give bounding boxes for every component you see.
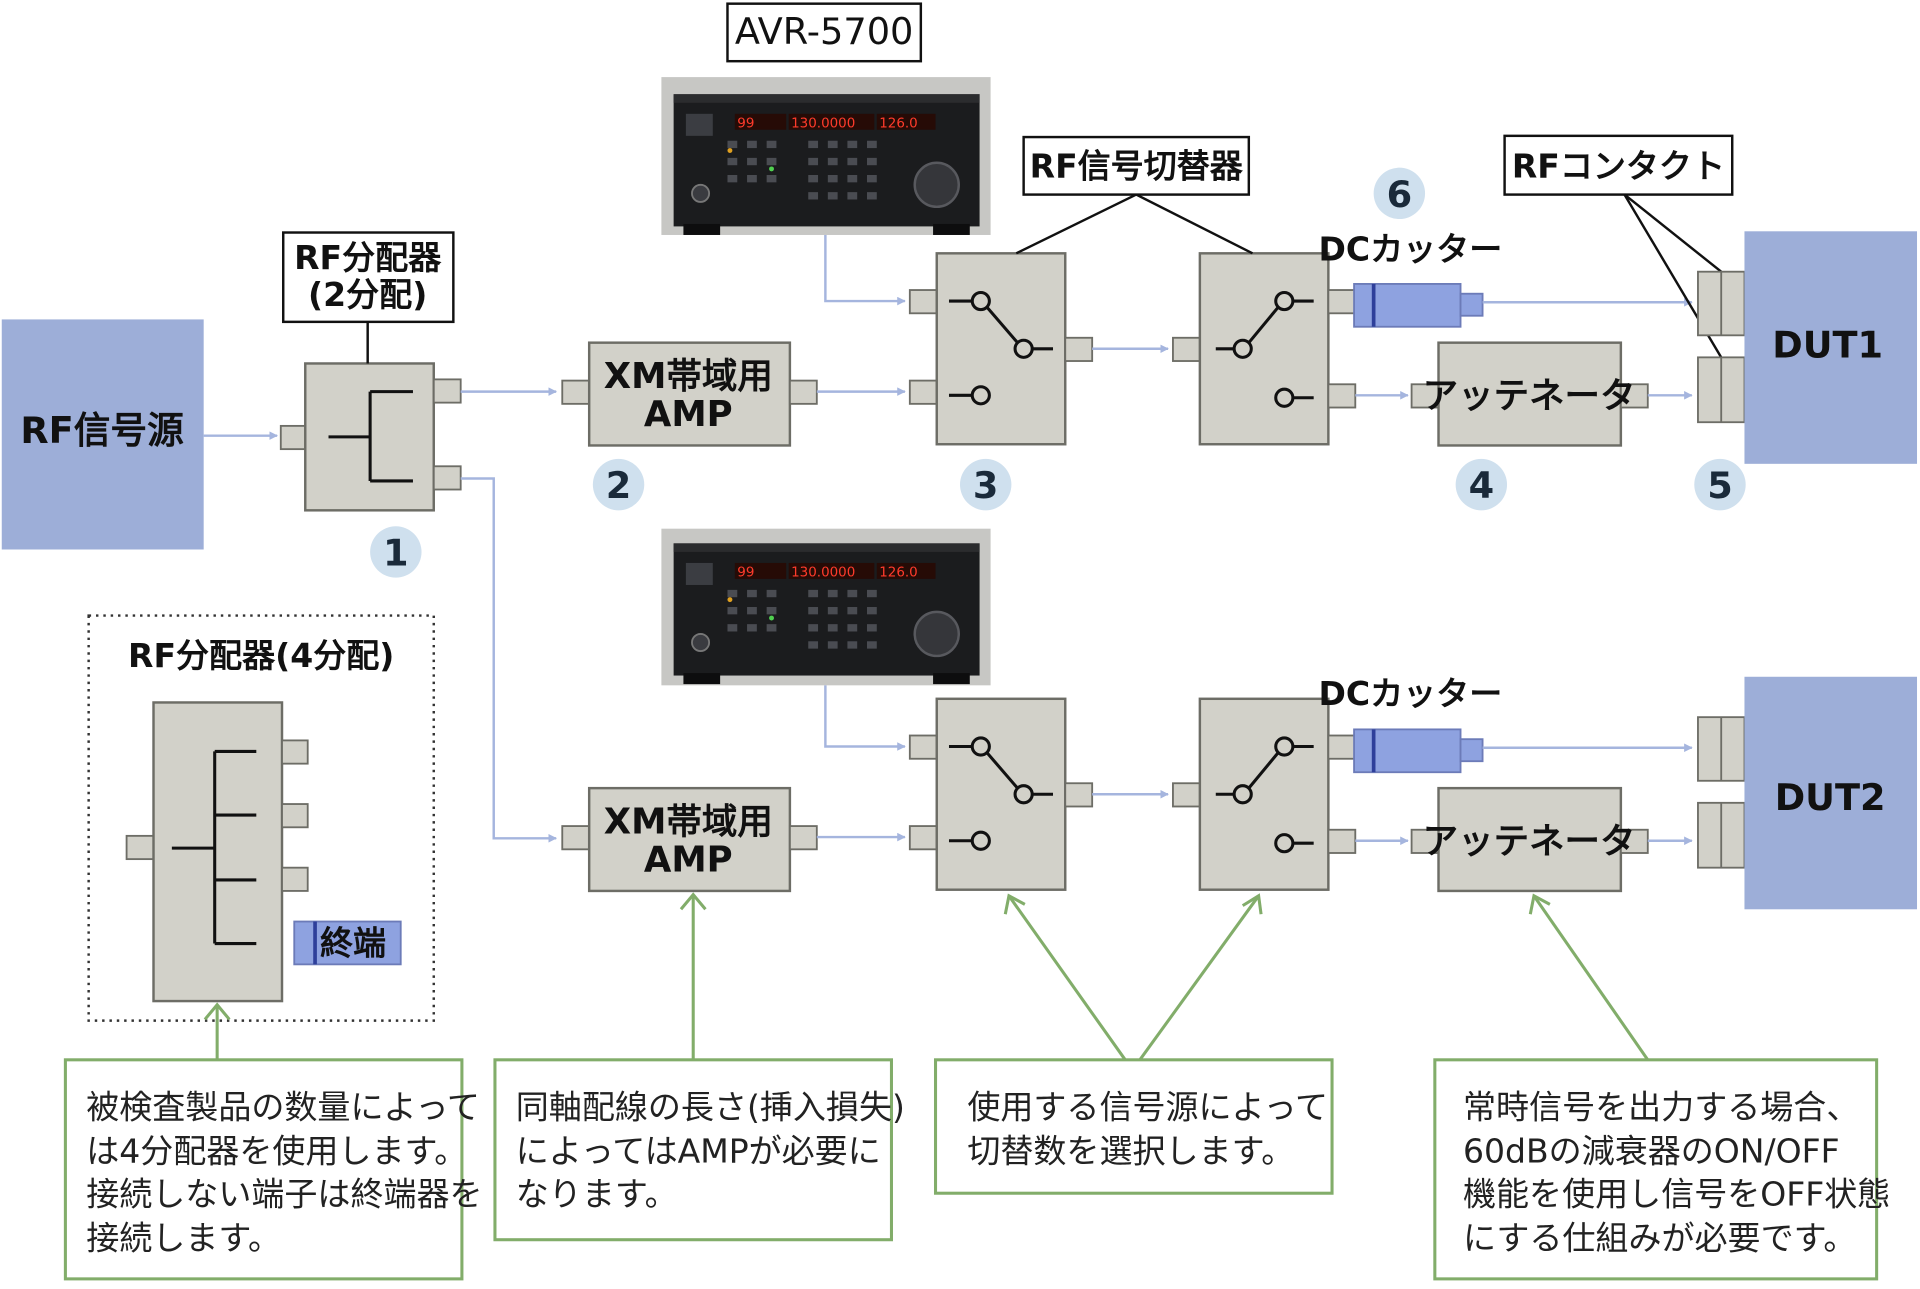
dut2-block	[1744, 676, 1918, 910]
amp-bottom-label-line2: AMP	[644, 839, 733, 880]
rf-splitter-2way	[279, 362, 462, 512]
number-badge-4-text: 4	[1469, 464, 1495, 507]
rf-contacts-dut2	[1697, 716, 1746, 869]
note-3-line-2: 切替数を選択します。	[967, 1132, 1294, 1171]
number-badge-5	[1694, 458, 1746, 511]
display-readout-right: 126.0	[879, 116, 918, 131]
note-4-line-1: 常時信号を出力する場合、	[1463, 1088, 1859, 1127]
number-badge-3-text: 3	[973, 464, 999, 507]
number-badge-6	[1373, 167, 1426, 220]
rf-switch-leader-b	[1135, 193, 1254, 255]
dc-cutter-bottom	[1353, 728, 1484, 774]
display-readout-left-2: 99	[737, 565, 754, 580]
number-badge-6-text: 6	[1387, 173, 1413, 216]
dc-cutter-bottom-label: DCカッター	[1318, 674, 1502, 713]
rf-switch-b-top	[1172, 252, 1357, 446]
number-badge-1	[370, 526, 422, 578]
dut2-label: DUT2	[1775, 776, 1886, 819]
attenuator-top	[1410, 341, 1649, 447]
rf-switch-label: RF信号切替器	[1030, 146, 1244, 185]
wire-generator-top-to-switch	[824, 234, 906, 306]
amp-top	[561, 341, 818, 447]
signal-generator-photo-bottom: 99 130.0000 126.0	[661, 528, 991, 686]
note-2-line-1: 同軸配線の長さ(挿入損失)	[516, 1088, 905, 1127]
note-4-line-4: にする仕組みが必要です。	[1463, 1219, 1856, 1258]
note-2-line-3: なります。	[516, 1174, 678, 1213]
amp-bottom-label-line1: XM帯域用	[604, 801, 773, 842]
note-3-line-1: 使用する信号源によって	[967, 1088, 1328, 1127]
number-badge-1-text: 1	[383, 531, 409, 574]
display-readout-mid-2: 130.0000	[791, 565, 855, 580]
splitter2-label-line2: (2分配)	[308, 275, 427, 314]
display-readout-right-2: 126.0	[879, 565, 918, 580]
dc-cutter-top-label: DCカッター	[1318, 230, 1502, 269]
dut1-block	[1744, 231, 1918, 464]
rf-contact-leader-a	[1623, 193, 1722, 273]
splitter2-label-line1: RF分配器	[294, 238, 442, 277]
note-2-line-2: によってはAMPが必要に	[516, 1132, 881, 1171]
wire-splitter-to-amp-bottom	[460, 477, 557, 843]
note-1-line-4: 接続します。	[86, 1219, 281, 1258]
rf-contacts-dut1	[1697, 270, 1746, 424]
note-4-line-2: 60dBの減衰器のON/OFF	[1463, 1132, 1840, 1171]
number-badge-5-text: 5	[1707, 464, 1733, 507]
display-readout-left: 99	[737, 116, 754, 131]
dut1-label: DUT1	[1772, 323, 1883, 366]
rf-switch-b-bottom	[1172, 697, 1357, 891]
attenuator-bottom	[1410, 786, 1649, 893]
number-badge-4	[1455, 458, 1508, 511]
signal-generator-photo-top: 99 130.0000 126.0	[661, 77, 991, 235]
terminator	[293, 920, 402, 966]
amp-top-label-line2: AMP	[644, 394, 733, 435]
rf-contact-callout-box	[1503, 134, 1734, 196]
rf-switch-callout-box	[1022, 135, 1251, 196]
number-badge-2-text: 2	[606, 464, 632, 507]
note-1-line-2: は4分配器を使用します。	[86, 1132, 467, 1171]
rf-switch-leader-a	[1015, 193, 1137, 255]
avr-model-box	[726, 2, 923, 63]
note-2: 同軸配線の長さ(挿入損失) によってはAMPが必要に なります。	[493, 892, 905, 1242]
terminator-label: 終端	[320, 924, 386, 963]
number-badge-2	[592, 458, 645, 511]
rf-source-label: RF信号源	[20, 409, 184, 452]
rf-switch-a-top	[908, 252, 1094, 446]
note-1: 被検査製品の数量によって は4分配器を使用します。 接続しない端子は終端器を 接…	[63, 1002, 483, 1281]
wire-generator-bottom-to-switch	[824, 685, 906, 751]
attenuator-bottom-label: アッテネータ	[1423, 821, 1636, 862]
attenuator-top-label: アッテネータ	[1423, 376, 1636, 417]
splitter4-label: RF分配器(4分配)	[128, 636, 394, 675]
number-badge-3	[960, 458, 1012, 511]
note-1-line-3: 接続しない端子は終端器を	[86, 1174, 482, 1213]
rf-source-block	[1, 319, 204, 550]
rf-switch-a-bottom	[908, 697, 1094, 891]
dc-cutter-top	[1353, 283, 1484, 328]
note-4: 常時信号を出力する場合、 60dBの減衰器のON/OFF 機能を使用し信号をOF…	[1433, 893, 1890, 1281]
display-readout-mid: 130.0000	[791, 116, 855, 131]
rf-contact-label: RFコンタクト	[1512, 146, 1725, 185]
amp-top-label-line1: XM帯域用	[604, 356, 773, 397]
note-3: 使用する信号源によって 切替数を選択します。	[933, 893, 1334, 1195]
note-1-line-1: 被検査製品の数量によって	[86, 1088, 480, 1127]
avr-model-label: AVR-5700	[735, 10, 914, 53]
rf-splitter-4way	[125, 701, 309, 1003]
note-4-line-3: 機能を使用し信号をOFF状態	[1463, 1174, 1890, 1213]
